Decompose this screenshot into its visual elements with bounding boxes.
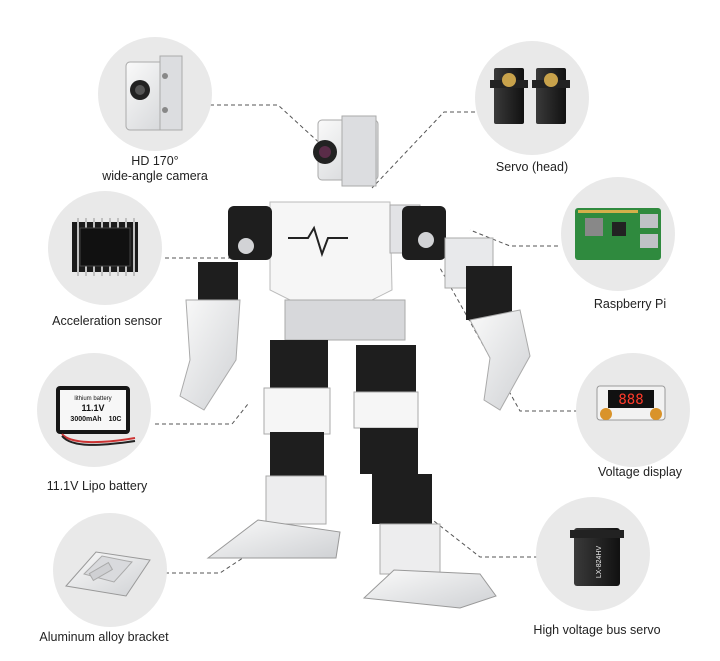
label-servo-head: Servo (head) [495,160,569,174]
chip-icon [72,218,138,276]
battery-print-rate: 10C [109,416,122,423]
label-accel-sensor: Acceleration sensor [52,314,162,328]
battery-icon: lithium battery 11.1V 3000mAh 10C [56,386,136,446]
battery-print-capacity: 3000mAh [70,416,101,423]
display-digits: 888 [618,392,643,408]
leader-battery [155,403,249,425]
label-battery: 11.1V Lipo battery [46,479,148,493]
label-camera-line1: HD 170° [131,154,179,168]
bus-servo-model: LX-824HV [596,546,603,579]
label-camera: HD 170° wide-angle camera [45,154,265,184]
battery-print-voltage: 11.1V [81,403,104,413]
camera-module-icon [125,55,183,131]
robot-body [179,115,531,609]
label-bus-servo: High voltage bus servo [533,623,661,637]
label-bracket: Aluminum alloy bracket [39,630,169,644]
bracket-icon [65,551,151,597]
leader-voltage [439,267,578,412]
label-voltage-display: Voltage display [597,465,683,479]
label-camera-line2: wide-angle camera [102,169,208,183]
leader-pi [469,229,558,247]
servo-pair-icon [490,68,570,124]
leader-bus-servo [429,517,545,558]
circuit-board-icon [575,208,661,260]
leader-servo-head [371,111,503,189]
led-display-icon: 888 [596,385,666,421]
circle-servo-head [475,41,589,155]
battery-print-brand: lithium battery [74,396,111,402]
bus-servo-icon: LX-824HV [570,528,624,586]
leader-camera [210,104,326,149]
label-raspberry-pi: Raspberry Pi [593,297,667,311]
